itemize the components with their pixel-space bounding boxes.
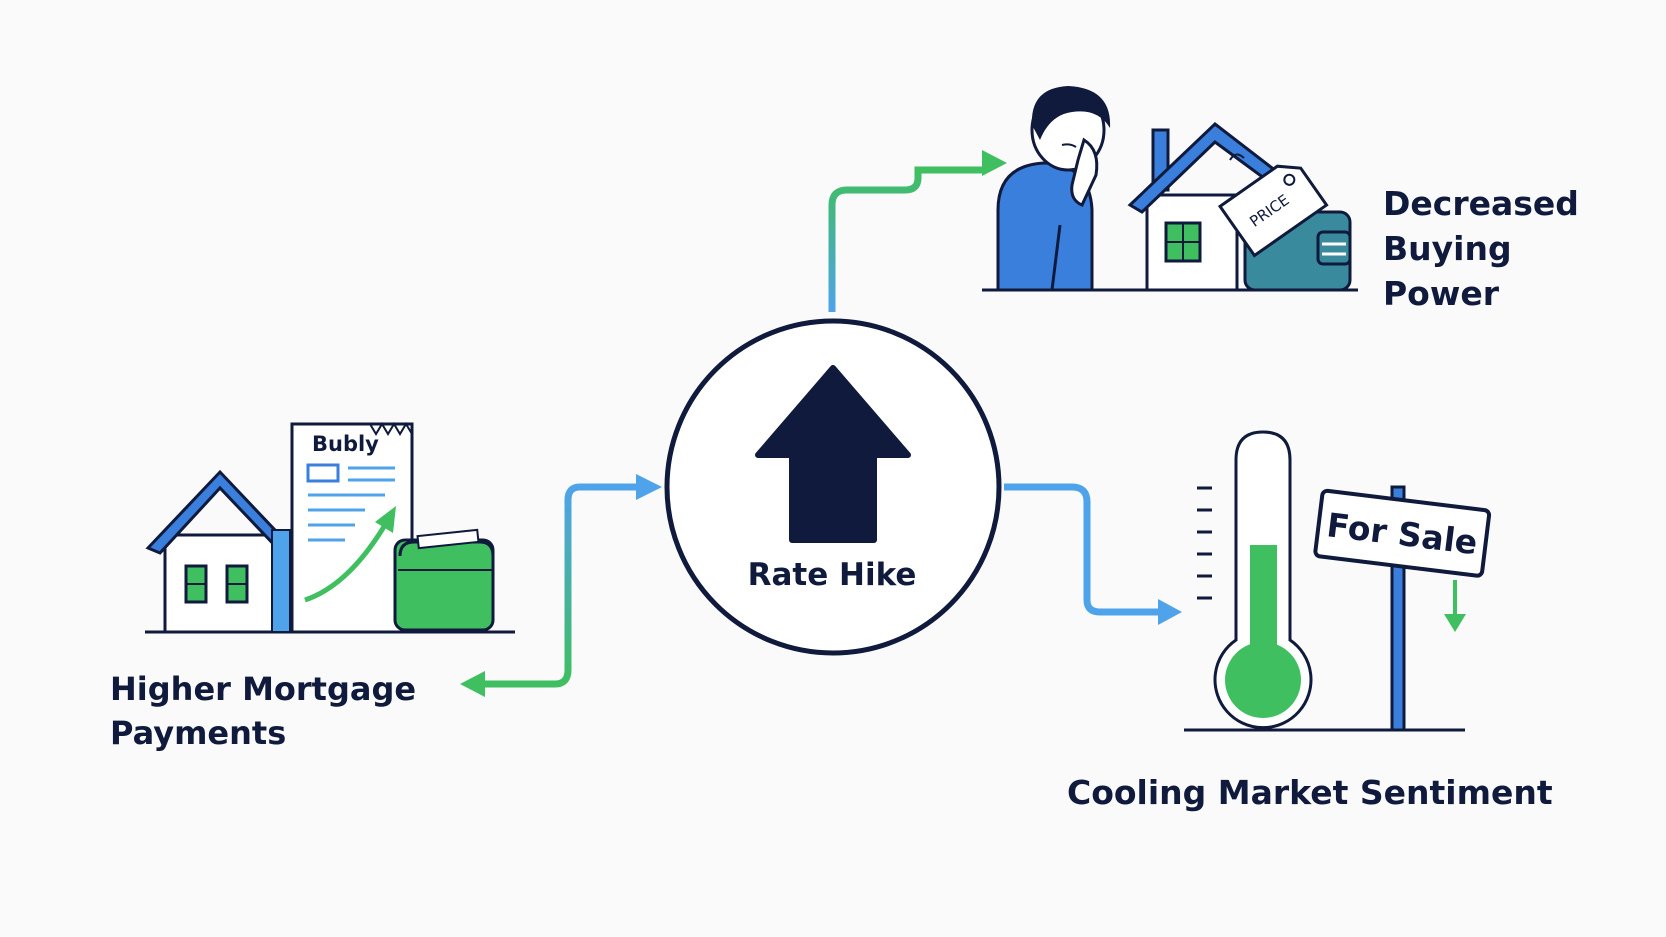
buying-power-illustration: PRICE [982, 86, 1358, 292]
label-line: Buying [1383, 229, 1512, 268]
center-node-label: Rate Hike [747, 557, 917, 593]
label-line: Power [1383, 274, 1499, 313]
stressed-person-icon [996, 86, 1111, 292]
decreased-buying-power-label: Decreased Buying Power [1383, 181, 1603, 316]
connector-to-buying-power [828, 150, 1007, 312]
higher-mortgage-payments-label: Higher Mortgage Payments [110, 667, 430, 755]
label-line: Decreased [1383, 184, 1579, 223]
connector-to-sentiment [1004, 483, 1182, 625]
price-tag-icon: PRICE [1217, 164, 1329, 258]
label-line: Payments [110, 714, 287, 752]
house-icon [145, 469, 297, 634]
up-arrow-icon [755, 365, 911, 543]
rate-hike-node [664, 318, 1002, 656]
thermometer-icon [1197, 430, 1313, 730]
bill-brand-text: Bubly [312, 432, 379, 456]
bill-document-icon: Bubly [290, 422, 414, 634]
connector-to-mortgage [460, 474, 662, 697]
cooling-market-sentiment-label: Cooling Market Sentiment [1067, 773, 1553, 812]
label-line: Higher Mortgage [110, 670, 417, 708]
for-sale-sign-icon: For Sale [1313, 485, 1492, 732]
mortgage-illustration: Bubly [145, 422, 515, 634]
sentiment-illustration: For Sale [1184, 430, 1492, 732]
wallet-icon [393, 528, 495, 632]
